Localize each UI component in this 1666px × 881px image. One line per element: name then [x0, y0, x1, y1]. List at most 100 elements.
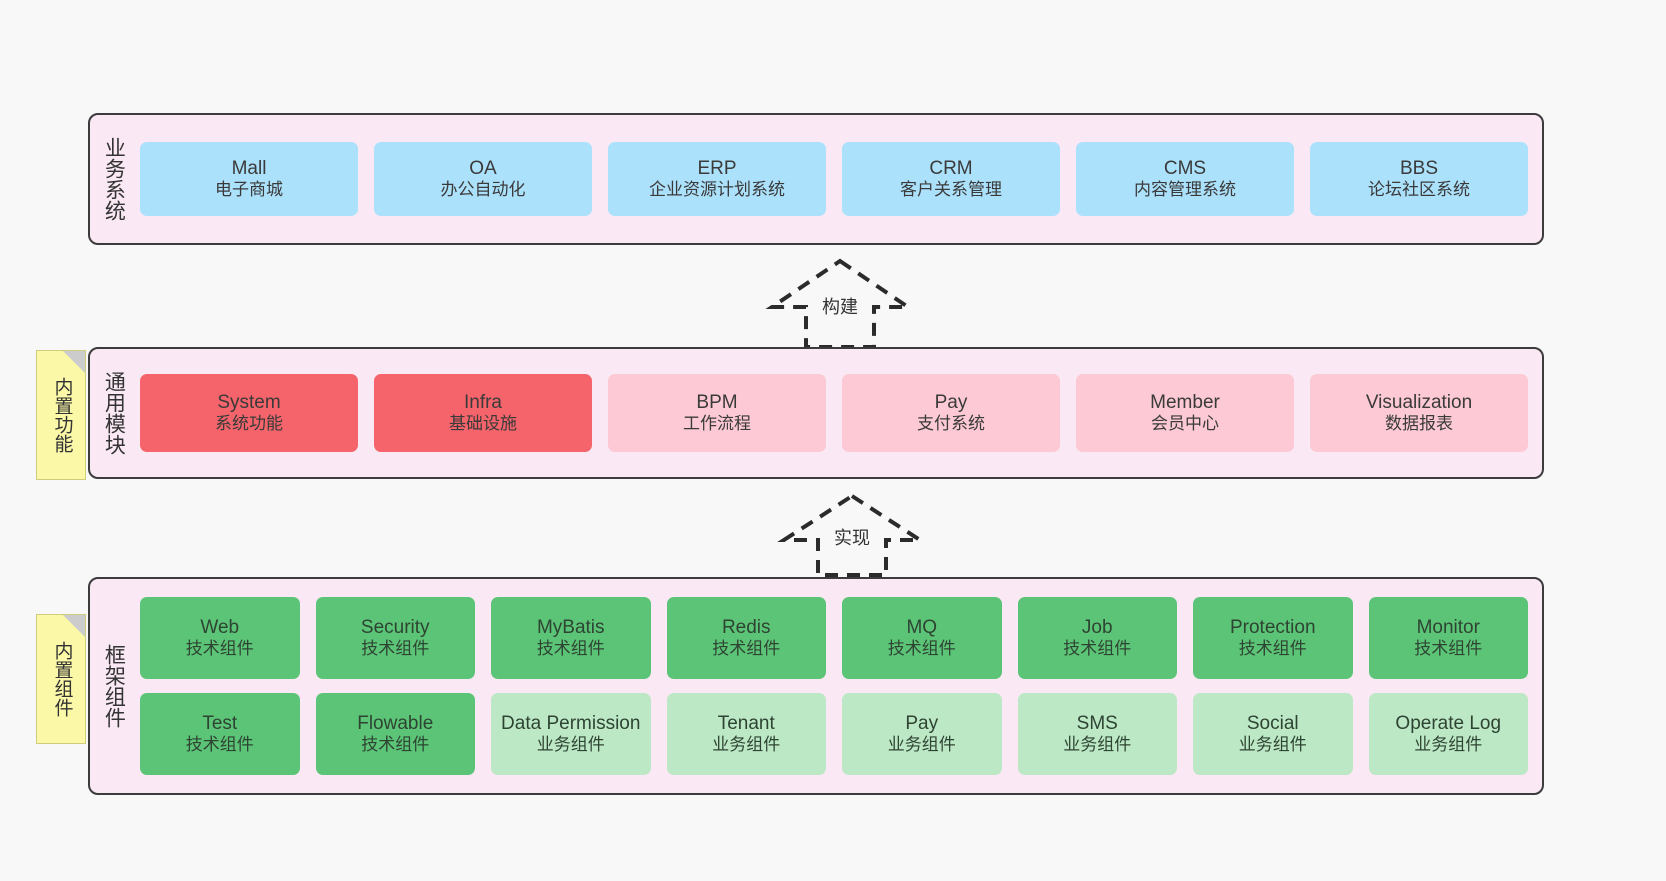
note-built-in-functions: 内置功能 — [36, 350, 86, 480]
layer-caption-business-systems: 业务系统 — [102, 137, 126, 221]
dashed-hollow-arrow-up-icon — [777, 493, 927, 577]
note-text: 内置组件 — [51, 641, 73, 717]
card-subtitle: 工作流程 — [683, 414, 751, 434]
card-oa[interactable]: OA 办公自动化 — [374, 142, 592, 216]
card-title: Monitor — [1416, 617, 1480, 639]
card-subtitle: 数据报表 — [1385, 414, 1453, 434]
card-title: SMS — [1076, 713, 1118, 735]
card-title: Tenant — [717, 713, 775, 735]
card-job[interactable]: Job 技术组件 — [1017, 597, 1177, 679]
business-systems-row: Mall 电子商城 OA 办公自动化 ERP 企业资源计划系统 CRM 客户关系… — [140, 142, 1528, 216]
card-system[interactable]: System 系统功能 — [140, 374, 358, 452]
card-title: Protection — [1229, 617, 1316, 639]
card-crm[interactable]: CRM 客户关系管理 — [842, 142, 1060, 216]
card-subtitle: 技术组件 — [185, 735, 254, 755]
card-subtitle: 技术组件 — [1238, 639, 1307, 659]
card-redis[interactable]: Redis 技术组件 — [666, 597, 826, 679]
card-title: BPM — [696, 392, 738, 414]
card-infra[interactable]: Infra 基础设施 — [374, 374, 592, 452]
card-operate-log[interactable]: Operate Log 业务组件 — [1368, 693, 1528, 775]
arrow-build: 构建 — [760, 255, 920, 350]
card-subtitle: 技术组件 — [1063, 639, 1132, 659]
card-subtitle: 论坛社区系统 — [1368, 180, 1470, 200]
card-title: Flowable — [357, 713, 434, 735]
card-subtitle: 支付系统 — [917, 414, 985, 434]
card-flowable[interactable]: Flowable 技术组件 — [315, 693, 475, 775]
layer-caption-framework-components: 框架组件 — [102, 644, 126, 728]
dashed-hollow-arrow-up-icon — [765, 258, 915, 349]
card-mall[interactable]: Mall 电子商城 — [140, 142, 358, 216]
card-data-permission[interactable]: Data Permission 业务组件 — [491, 693, 651, 775]
card-title: ERP — [697, 158, 737, 180]
card-subtitle: 电子商城 — [215, 180, 283, 200]
note-text: 内置功能 — [51, 377, 73, 453]
card-subtitle: 业务组件 — [712, 735, 781, 755]
card-web[interactable]: Web 技术组件 — [140, 597, 300, 679]
card-title: CMS — [1163, 158, 1207, 180]
card-title: Redis — [721, 617, 771, 639]
card-subtitle: 技术组件 — [361, 639, 430, 659]
layer-body-business-systems: Mall 电子商城 OA 办公自动化 ERP 企业资源计划系统 CRM 客户关系… — [136, 115, 1542, 243]
card-visualization[interactable]: Visualization 数据报表 — [1310, 374, 1528, 452]
arrow-implement-label: 实现 — [834, 528, 870, 548]
card-test[interactable]: Test 技术组件 — [140, 693, 300, 775]
card-social[interactable]: Social 业务组件 — [1193, 693, 1353, 775]
layer-business-systems: 业务系统 Mall 电子商城 OA 办公自动化 ERP 企业资源计划系统 CRM… — [88, 113, 1544, 245]
card-title: MyBatis — [536, 617, 605, 639]
card-title: BBS — [1399, 158, 1439, 180]
card-subtitle: 业务组件 — [887, 735, 956, 755]
card-security[interactable]: Security 技术组件 — [315, 597, 475, 679]
framework-row-business: Test 技术组件 Flowable 技术组件 Data Permission … — [140, 693, 1528, 775]
card-title: Operate Log — [1395, 713, 1502, 735]
card-title: MQ — [906, 617, 938, 639]
card-title: Social — [1246, 713, 1299, 735]
card-title: Job — [1081, 617, 1113, 639]
card-bbs[interactable]: BBS 论坛社区系统 — [1310, 142, 1528, 216]
card-cms[interactable]: CMS 内容管理系统 — [1076, 142, 1294, 216]
card-subtitle: 办公自动化 — [440, 180, 526, 200]
card-title: Pay — [934, 392, 968, 414]
card-subtitle: 技术组件 — [1414, 639, 1483, 659]
card-subtitle: 会员中心 — [1151, 414, 1219, 434]
card-subtitle: 系统功能 — [215, 414, 283, 434]
card-title: OA — [469, 158, 497, 180]
note-built-in-components: 内置组件 — [36, 614, 86, 744]
card-subtitle: 内容管理系统 — [1134, 180, 1236, 200]
card-title: Member — [1150, 392, 1220, 414]
card-subtitle: 基础设施 — [449, 414, 517, 434]
card-subtitle: 技术组件 — [361, 735, 430, 755]
layer-caption-common-modules: 通用模块 — [102, 371, 126, 455]
card-erp[interactable]: ERP 企业资源计划系统 — [608, 142, 826, 216]
card-title: CRM — [929, 158, 973, 180]
framework-row-technical: Web 技术组件 Security 技术组件 MyBatis 技术组件 Redi… — [140, 597, 1528, 679]
card-title: Mall — [231, 158, 267, 180]
arrow-implement: 实现 — [772, 490, 932, 578]
card-title: Data Permission — [501, 713, 641, 735]
layer-body-framework-components: Web 技术组件 Security 技术组件 MyBatis 技术组件 Redi… — [136, 579, 1542, 793]
card-pay-module[interactable]: Pay 支付系统 — [842, 374, 1060, 452]
card-subtitle: 业务组件 — [536, 735, 605, 755]
card-member[interactable]: Member 会员中心 — [1076, 374, 1294, 452]
card-mq[interactable]: MQ 技术组件 — [842, 597, 1002, 679]
card-title: System — [217, 392, 281, 414]
card-subtitle: 技术组件 — [536, 639, 605, 659]
card-title: Web — [200, 617, 240, 639]
common-modules-row: System 系统功能 Infra 基础设施 BPM 工作流程 Pay 支付系统… — [140, 374, 1528, 452]
card-sms[interactable]: SMS 业务组件 — [1017, 693, 1177, 775]
note-fold-corner-icon — [63, 615, 85, 637]
arrow-build-label: 构建 — [822, 297, 858, 317]
card-bpm[interactable]: BPM 工作流程 — [608, 374, 826, 452]
card-title: Test — [202, 713, 238, 735]
card-subtitle: 业务组件 — [1414, 735, 1483, 755]
card-pay-component[interactable]: Pay 业务组件 — [842, 693, 1002, 775]
card-subtitle: 技术组件 — [712, 639, 781, 659]
card-monitor[interactable]: Monitor 技术组件 — [1368, 597, 1528, 679]
card-subtitle: 业务组件 — [1063, 735, 1132, 755]
card-title: Infra — [463, 392, 503, 414]
card-mybatis[interactable]: MyBatis 技术组件 — [491, 597, 651, 679]
card-tenant[interactable]: Tenant 业务组件 — [666, 693, 826, 775]
card-subtitle: 技术组件 — [887, 639, 956, 659]
layer-framework-components: 框架组件 Web 技术组件 Security 技术组件 MyBatis 技术组件… — [88, 577, 1544, 795]
card-protection[interactable]: Protection 技术组件 — [1193, 597, 1353, 679]
card-title: Visualization — [1365, 392, 1473, 414]
